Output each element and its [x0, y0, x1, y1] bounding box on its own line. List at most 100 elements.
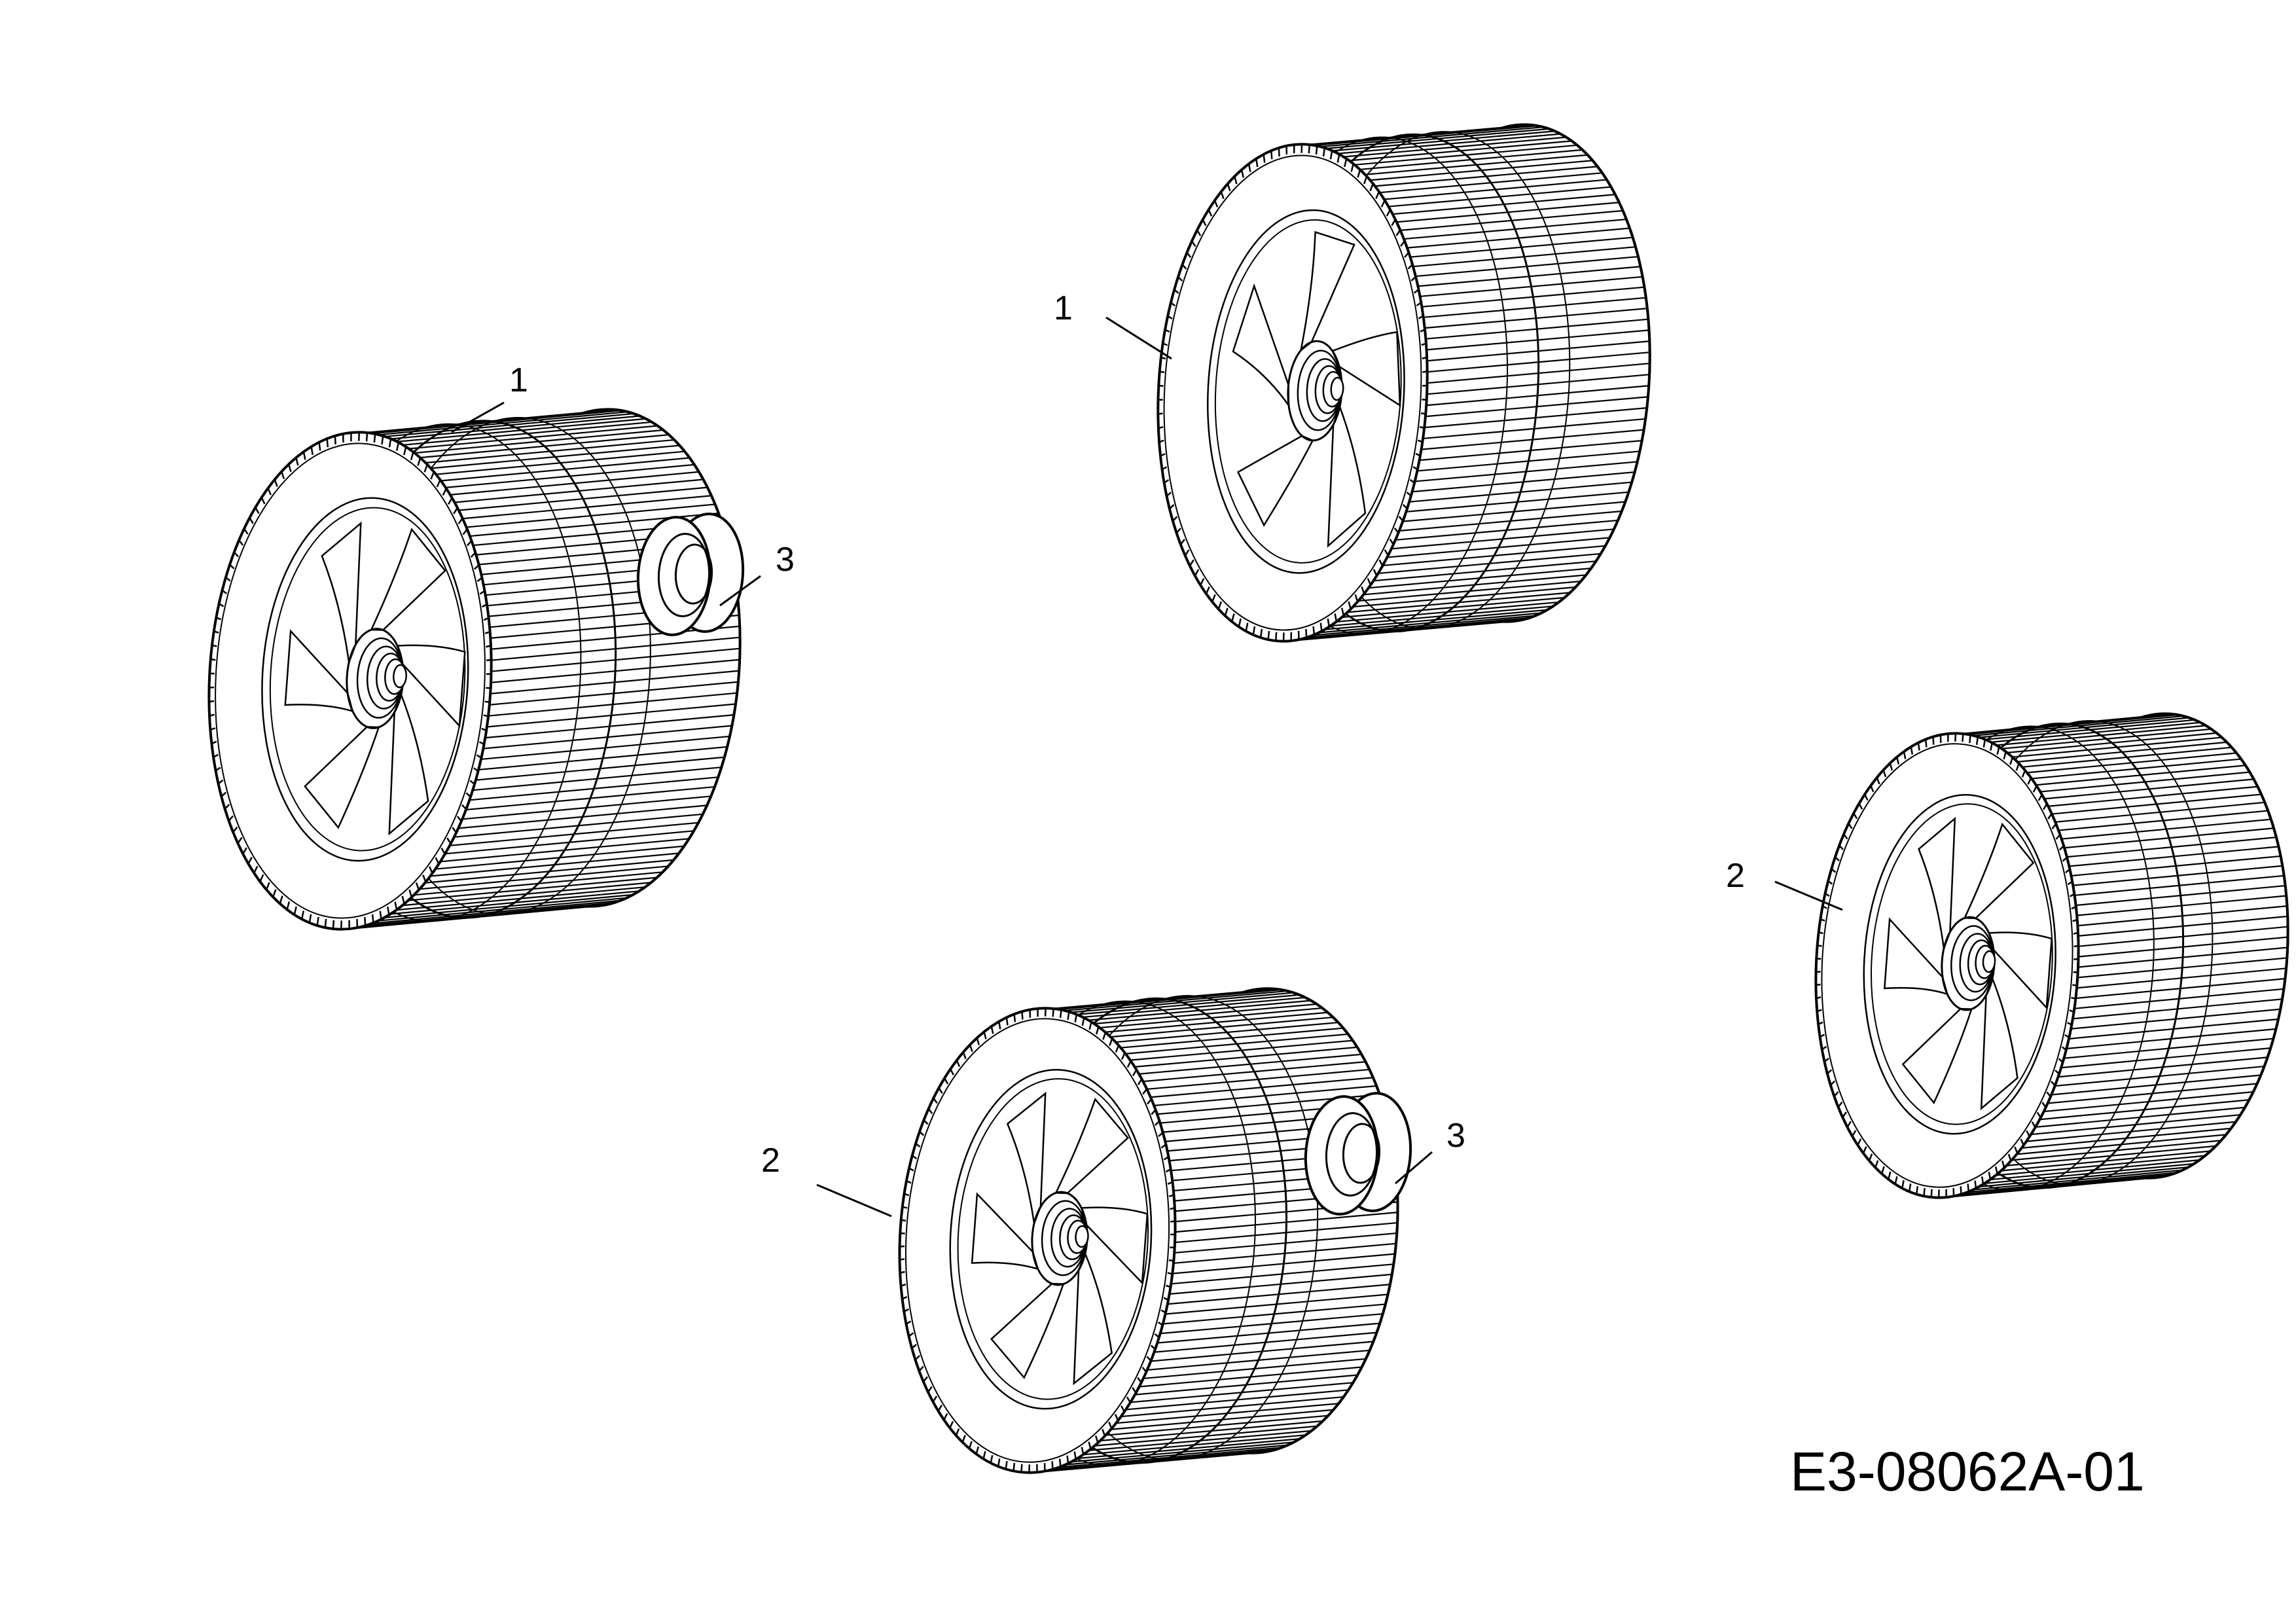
rim-notch	[1839, 844, 1844, 850]
rim-notch	[293, 906, 297, 915]
rim-notch	[1835, 856, 1840, 861]
rim-notch	[937, 1404, 943, 1412]
rim-notch	[1833, 1091, 1839, 1097]
rim-notch	[902, 1206, 908, 1209]
rim-notch	[933, 1097, 938, 1104]
callout-label-right-wheel: 2	[1726, 857, 1745, 895]
rim-notch	[2051, 1081, 2056, 1087]
rim-notch	[2073, 931, 2079, 935]
rim-notch	[2061, 1046, 2067, 1051]
rim-notch	[2071, 906, 2077, 910]
rim-notch	[466, 540, 473, 547]
leader-line-right-wheel	[1774, 880, 1843, 911]
rim-notch	[396, 442, 400, 451]
rim-notch	[1820, 1034, 1825, 1038]
rim-notch	[326, 439, 329, 448]
rim-notch	[1158, 426, 1164, 429]
rim-notch	[1005, 1017, 1009, 1026]
rim-notch	[213, 753, 219, 759]
rim-notch	[225, 576, 231, 582]
rim-notch	[1372, 569, 1378, 577]
wheel-disc-inner	[1214, 219, 1402, 564]
rim-notch	[332, 920, 335, 929]
rim-notch	[1108, 1421, 1113, 1429]
wheel-rear-rim	[2144, 712, 2289, 1180]
rim-notch	[2041, 1102, 2047, 1108]
rim-notch	[1329, 151, 1333, 160]
rim-inner-edge	[1163, 154, 1422, 631]
rim-notch	[1862, 1146, 1867, 1154]
rim-notch	[914, 1355, 920, 1361]
rim-notch	[243, 528, 249, 535]
rim-notch	[2037, 794, 2043, 801]
hub-vane	[1883, 917, 1948, 996]
rim-notch	[1402, 503, 1408, 509]
rim-notch	[950, 1068, 954, 1075]
rim-notch	[483, 617, 490, 621]
rim-notch	[901, 1219, 906, 1222]
rim-notch	[1051, 1461, 1054, 1470]
rim-notch	[1816, 996, 1821, 1000]
rim-notch	[2058, 845, 2064, 851]
rim-notch	[1240, 170, 1245, 178]
rim-notch	[430, 471, 435, 480]
rim-notch	[265, 882, 270, 890]
wheel-rear-rim	[1502, 123, 1651, 623]
rim-notch	[1974, 1180, 1977, 1189]
rim-notch	[1088, 1021, 1092, 1030]
rim-notch	[1167, 1272, 1173, 1275]
rim-notch	[213, 630, 219, 634]
rim-notch	[2065, 868, 2071, 874]
rim-notch	[908, 1167, 914, 1172]
wheel-disc-inner	[1870, 803, 2053, 1125]
wheel-part-2-right	[1814, 712, 2289, 1199]
wheel-part-1-left	[207, 408, 742, 931]
rim-notch	[962, 1052, 967, 1060]
rim-notch	[2027, 777, 2032, 785]
rim-notch	[899, 1271, 905, 1274]
rim-notch	[401, 895, 405, 905]
rim-notch	[1418, 315, 1424, 319]
hub-vane	[304, 726, 380, 829]
rim-notch	[1818, 931, 1823, 935]
rim-notch	[448, 497, 453, 505]
rim-notch	[1234, 176, 1238, 185]
rim-notch	[1391, 219, 1397, 226]
rim-notch	[1142, 1088, 1148, 1095]
rim-notch	[453, 507, 458, 514]
leader-line-upper-cap	[719, 575, 761, 607]
hub-vane	[284, 629, 354, 713]
rim-notch	[211, 740, 217, 745]
hub-cap-part-3-upper	[636, 513, 745, 636]
rim-notch	[2051, 823, 2057, 830]
rim-notch	[1177, 276, 1183, 282]
rim-notch	[1853, 812, 1858, 820]
rim-notch	[481, 603, 488, 608]
rim-notch	[2062, 856, 2068, 862]
rim-notch	[1389, 538, 1394, 545]
rim-notch	[486, 645, 492, 648]
rim-notch	[2054, 1070, 2060, 1075]
rim-notch	[1163, 1156, 1170, 1161]
rim-notch	[2026, 1130, 2030, 1138]
rim-notch	[975, 1446, 980, 1454]
rim-notch	[2007, 1153, 2012, 1161]
hub-vane	[396, 644, 466, 728]
rim-notch	[1420, 412, 1426, 415]
rim-notch	[1398, 516, 1404, 522]
leader-line-top-wheel	[1105, 316, 1172, 360]
rim-notch	[1864, 793, 1869, 801]
rim-notch	[287, 463, 292, 473]
rim-notch	[912, 1155, 918, 1160]
cap-inner-ring	[1325, 1112, 1378, 1197]
rim-notch	[1410, 276, 1416, 281]
rim-notch	[1369, 183, 1374, 192]
rim-notch	[242, 847, 247, 854]
rim-notch	[465, 792, 471, 798]
rim-notch	[1348, 601, 1352, 609]
rim-notch	[1412, 466, 1418, 471]
rim-notch	[232, 826, 238, 833]
rim-notch	[990, 1026, 994, 1034]
rim-notch	[308, 914, 312, 923]
rim-notch	[2072, 984, 2077, 986]
